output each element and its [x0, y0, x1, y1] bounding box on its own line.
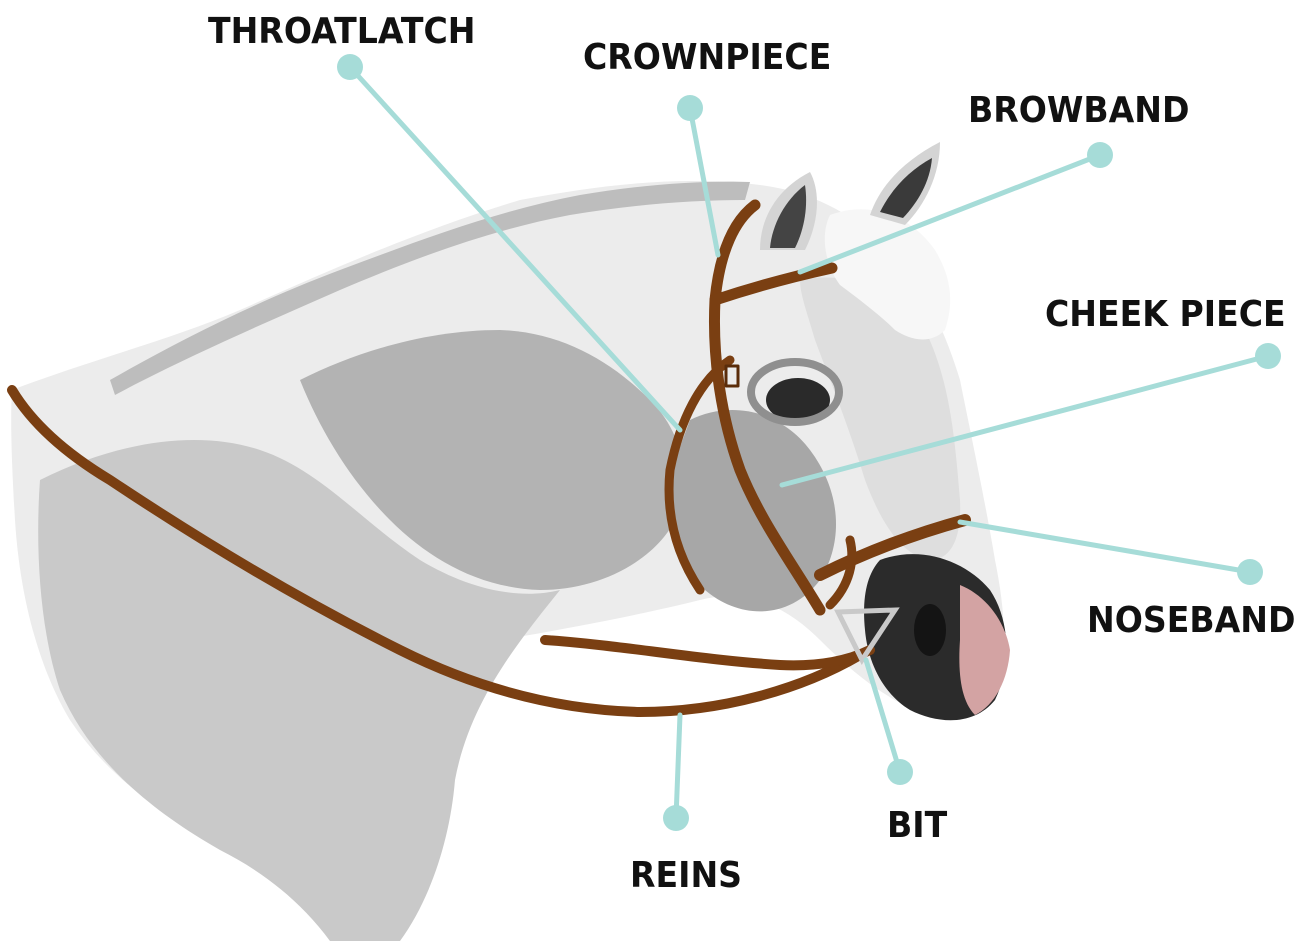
label-browband: BROWBAND — [968, 93, 1190, 129]
leader-dot-throatlatch — [337, 54, 363, 80]
leader-dot-cheek-piece — [1255, 343, 1281, 369]
label-throatlatch: THROATLATCH — [208, 14, 476, 50]
leader-dot-crownpiece — [677, 95, 703, 121]
label-noseband: NOSEBAND — [1087, 603, 1295, 639]
nose-pink — [959, 585, 1010, 715]
leader-dot-bit — [887, 759, 913, 785]
leader-dot-browband — [1087, 142, 1113, 168]
label-bit: BIT — [887, 808, 947, 844]
label-cheek-piece: CHEEK PIECE — [1045, 297, 1286, 333]
reins-strap-lower — [545, 640, 870, 665]
label-reins: REINS — [630, 858, 742, 894]
label-crownpiece: CROWNPIECE — [583, 40, 831, 76]
leader-dot-noseband — [1237, 559, 1263, 585]
nostril — [914, 604, 946, 656]
leader-reins — [676, 715, 680, 818]
leader-dot-reins — [663, 805, 689, 831]
leader-noseband — [960, 522, 1250, 572]
horse-head — [11, 142, 1010, 941]
